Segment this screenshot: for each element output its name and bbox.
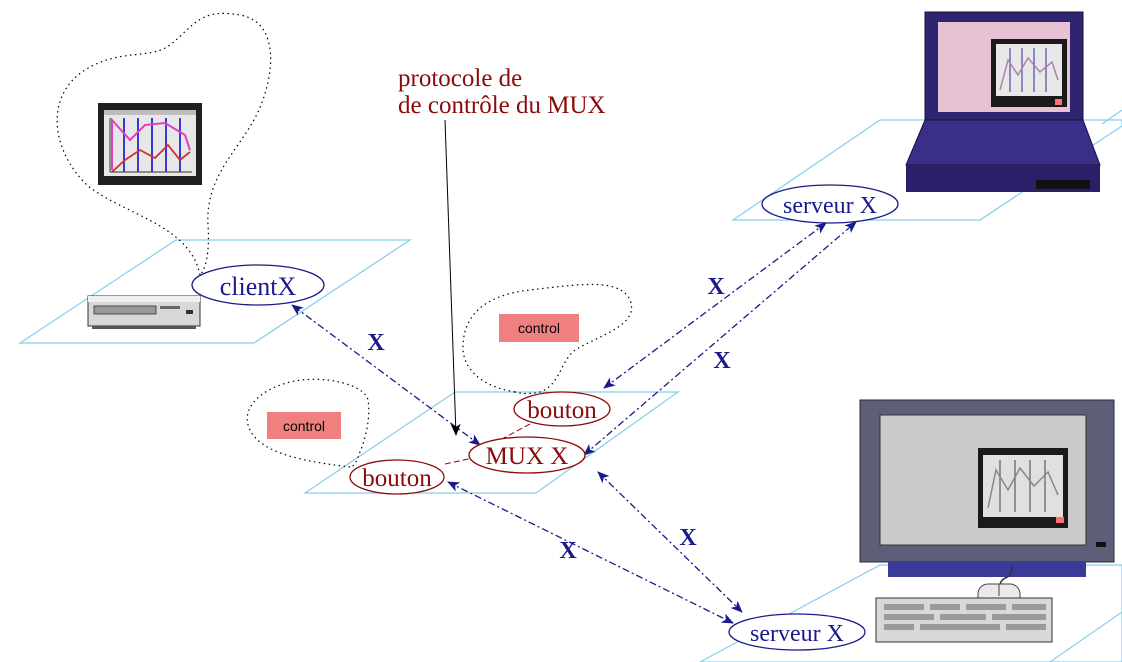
laptop-icon (905, 11, 1101, 192)
connections (291, 221, 857, 624)
node-button-upper-label: bouton (527, 397, 597, 424)
link-label-server-bottom-b: X (679, 525, 697, 551)
chart-window-icon (98, 103, 202, 185)
node-mux-label: MUX X (486, 443, 569, 470)
network-planes (18, 109, 1122, 662)
local-links (444, 423, 531, 465)
link-bouton-mux-upper (499, 423, 531, 441)
link-label-client-mux: X (367, 330, 385, 356)
chart-window-icon (978, 448, 1068, 528)
plane-client (18, 239, 412, 344)
control-label-lower: control (283, 418, 325, 434)
plane-server-bottom-edge (1049, 611, 1122, 662)
control-label-upper: control (518, 320, 560, 336)
link-bouton-mux-lower (444, 457, 474, 465)
control-box-upper[interactable]: control (499, 314, 579, 342)
node-button-upper[interactable]: bouton (513, 391, 611, 427)
node-client[interactable]: clientX (191, 264, 325, 306)
cloud-control-lower (246, 378, 370, 468)
node-server-top[interactable]: serveur X (761, 184, 899, 224)
keyboard-icon (875, 565, 1053, 643)
node-mux[interactable]: MUX X (468, 436, 586, 474)
node-button-lower-label: bouton (362, 465, 432, 492)
crt-monitor-icon (859, 399, 1115, 577)
link-client-mux (291, 304, 481, 446)
control-box-lower[interactable]: control (267, 412, 341, 439)
link-mux-server-bottom-b (597, 471, 743, 613)
node-button-lower[interactable]: bouton (349, 459, 445, 495)
plane-server-top-edge (1101, 109, 1122, 125)
link-label-server-top-a: X (707, 274, 725, 300)
desktop-box-icon (87, 295, 201, 329)
node-server-top-label: serveur X (783, 193, 877, 219)
link-label-server-bottom-a: X (559, 538, 577, 564)
annotation-arrow (444, 119, 461, 436)
link-label-server-top-b: X (713, 348, 731, 374)
annotation-line-2: de contrôle du MUX (398, 92, 606, 119)
chart-window-icon (991, 39, 1067, 107)
link-mux-server-top-b (583, 221, 857, 456)
dotted-clouds (56, 12, 633, 468)
node-client-label: clientX (220, 272, 297, 301)
node-server-bottom[interactable]: serveur X (728, 613, 866, 651)
node-server-bottom-label: serveur X (750, 621, 844, 647)
annotation-mux-protocol: protocole de de contrôle du MUX (398, 65, 606, 119)
link-mux-server-bottom-a (447, 481, 734, 624)
annotation-line-1: protocole de (398, 65, 522, 92)
